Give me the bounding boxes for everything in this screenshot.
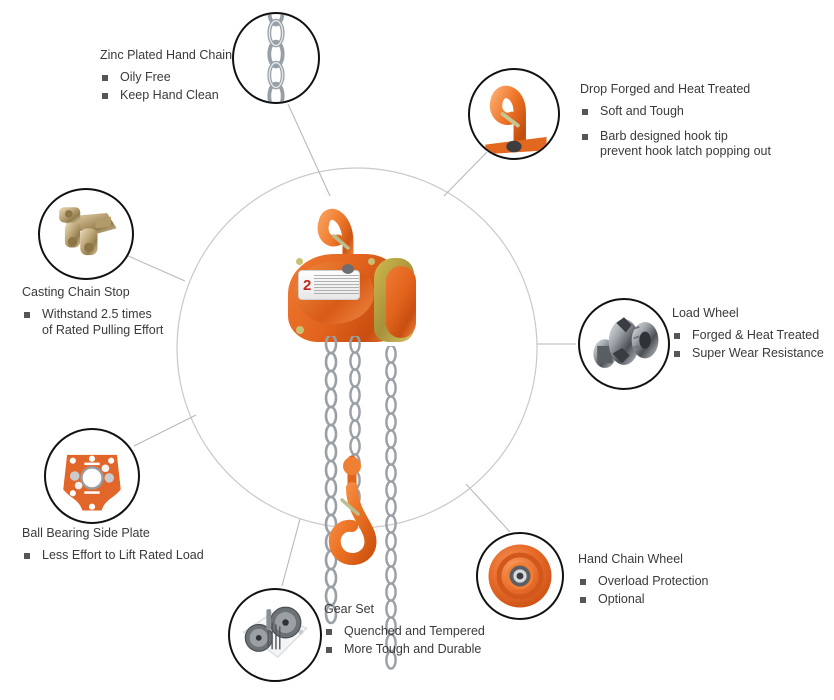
feature-list: Oily Free Keep Hand Clean: [100, 70, 232, 103]
feature-list: Less Effort to Lift Rated Load: [22, 548, 204, 564]
feature-list: Overload Protection Optional: [578, 574, 708, 607]
feature-list: Soft and Tough Barb designed hook tip pr…: [580, 104, 771, 160]
bullet-square-icon: [24, 553, 30, 559]
bubble-drop-forged-hook: [468, 68, 560, 160]
callout-title: Casting Chain Stop: [22, 285, 130, 299]
brass-chain-stop-icon: [59, 207, 117, 256]
callout-gear-set: Gear Set Quenched and Tempered More Toug…: [324, 602, 485, 659]
bullet-square-icon: [582, 133, 588, 140]
feature-list: Withstand 2.5 times of Rated Pulling Eff…: [22, 307, 163, 338]
bolt-dot: [342, 264, 354, 274]
feature-list: Quenched and Tempered More Tough and Dur…: [324, 624, 485, 657]
bullet-square-icon: [24, 312, 30, 318]
feature-text: Soft and Tough: [600, 104, 684, 118]
list-item: Withstand 2.5 times of Rated Pulling Eff…: [22, 307, 163, 338]
bolt-dot: [296, 326, 304, 334]
bubble-casting-chain-stop: [38, 188, 134, 280]
list-item: Oily Free: [100, 70, 232, 86]
feature-list: Forged & Heat Treated Super Wear Resista…: [672, 328, 824, 361]
list-item: Barb designed hook tip prevent hook latc…: [580, 129, 771, 160]
bullet-square-icon: [326, 646, 332, 653]
callout-drop-forged: Drop Forged and Heat Treated Soft and To…: [580, 82, 771, 169]
gear-set-icon: [242, 606, 308, 658]
feature-text: Keep Hand Clean: [120, 87, 219, 102]
nameplate-lines: [314, 275, 359, 295]
bullet-square-icon: [580, 596, 586, 603]
bullet-square-icon: [326, 629, 332, 635]
callout-title: Hand Chain Wheel: [578, 552, 683, 566]
feature-text: Less Effort to Lift Rated Load: [42, 548, 204, 562]
callout-title: Load Wheel: [672, 306, 739, 320]
callout-title: Gear Set: [324, 602, 375, 616]
bottom-hook-graphic: [328, 455, 377, 565]
bolt-dot: [296, 258, 303, 265]
feature-text: Withstand 2.5 times of Rated Pulling Eff…: [42, 307, 164, 337]
connector-hook: [443, 151, 488, 197]
bullet-square-icon: [582, 109, 588, 115]
callout-zinc-plated-hand-chain: Zinc Plated Hand Chain Oily Free Keep Ha…: [100, 48, 232, 105]
list-item: Keep Hand Clean: [100, 88, 232, 104]
callout-casting-chain-stop: Casting Chain Stop Withstand 2.5 times o…: [22, 285, 163, 340]
feature-text: Super Wear Resistance: [692, 345, 824, 360]
orange-side-plate-icon: [63, 454, 121, 511]
feature-text: Quenched and Tempered: [344, 624, 485, 638]
feature-text: More Tough and Durable: [344, 641, 482, 656]
capacity-value: 2: [303, 276, 312, 294]
list-item: Forged & Heat Treated: [672, 328, 824, 344]
list-item: Less Effort to Lift Rated Load: [22, 548, 204, 564]
callout-hand-chain-wheel: Hand Chain Wheel Overload Protection Opt…: [578, 552, 708, 609]
list-item: Quenched and Tempered: [324, 624, 485, 640]
bullet-square-icon: [674, 350, 680, 357]
callout-title: Zinc Plated Hand Chain: [100, 48, 233, 62]
bullet-square-icon: [674, 333, 680, 339]
feature-text: Oily Free: [120, 70, 171, 84]
feature-text: Optional: [598, 591, 645, 606]
bubble-gear-set: [228, 588, 322, 682]
callout-load-wheel: Load Wheel Forged & Heat Treated Super W…: [672, 306, 824, 363]
list-item: Soft and Tough: [580, 104, 771, 120]
callout-title: Ball Bearing Side Plate: [22, 526, 150, 540]
connector-gear-set: [281, 518, 301, 587]
orange-hook-icon: [485, 85, 547, 155]
top-hook-graphic: [317, 208, 354, 274]
hand-wheel-housing: [386, 266, 416, 338]
connector-hand-chain-wheel: [465, 483, 511, 533]
feature-text: Forged & Heat Treated: [692, 328, 820, 342]
hand-chain-wheel-icon: [488, 544, 552, 608]
load-wheel-icon: [593, 317, 659, 368]
list-item: Super Wear Resistance: [672, 346, 824, 362]
bolt-dot: [368, 258, 375, 265]
list-item: Optional: [578, 592, 708, 608]
chain-hoist-product-image: 2: [282, 196, 442, 670]
bullet-square-icon: [102, 92, 108, 99]
bullet-square-icon: [102, 75, 108, 81]
connector-zinc-chain: [287, 103, 331, 197]
bubble-ball-bearing-side-plate: [44, 428, 140, 524]
callout-title: Drop Forged and Heat Treated: [580, 82, 751, 96]
bubble-load-wheel: [578, 298, 670, 390]
chain-links-icon: [267, 14, 285, 102]
connector-side-plate: [133, 414, 197, 447]
bubble-zinc-plated-hand-chain: [232, 12, 320, 104]
feature-text: Overload Protection: [598, 574, 709, 588]
capacity-nameplate: 2: [298, 270, 360, 300]
bubble-hand-chain-wheel: [476, 532, 564, 620]
list-item: Overload Protection: [578, 574, 708, 590]
list-item: More Tough and Durable: [324, 642, 485, 658]
callout-ball-bearing-side-plate: Ball Bearing Side Plate Less Effort to L…: [22, 526, 204, 566]
connector-chain-stop: [125, 254, 186, 282]
load-chain-left: [324, 336, 338, 625]
feature-text: Barb designed hook tip prevent hook latc…: [600, 128, 771, 159]
bullet-square-icon: [580, 579, 586, 585]
hand-chain-right: [385, 346, 397, 670]
